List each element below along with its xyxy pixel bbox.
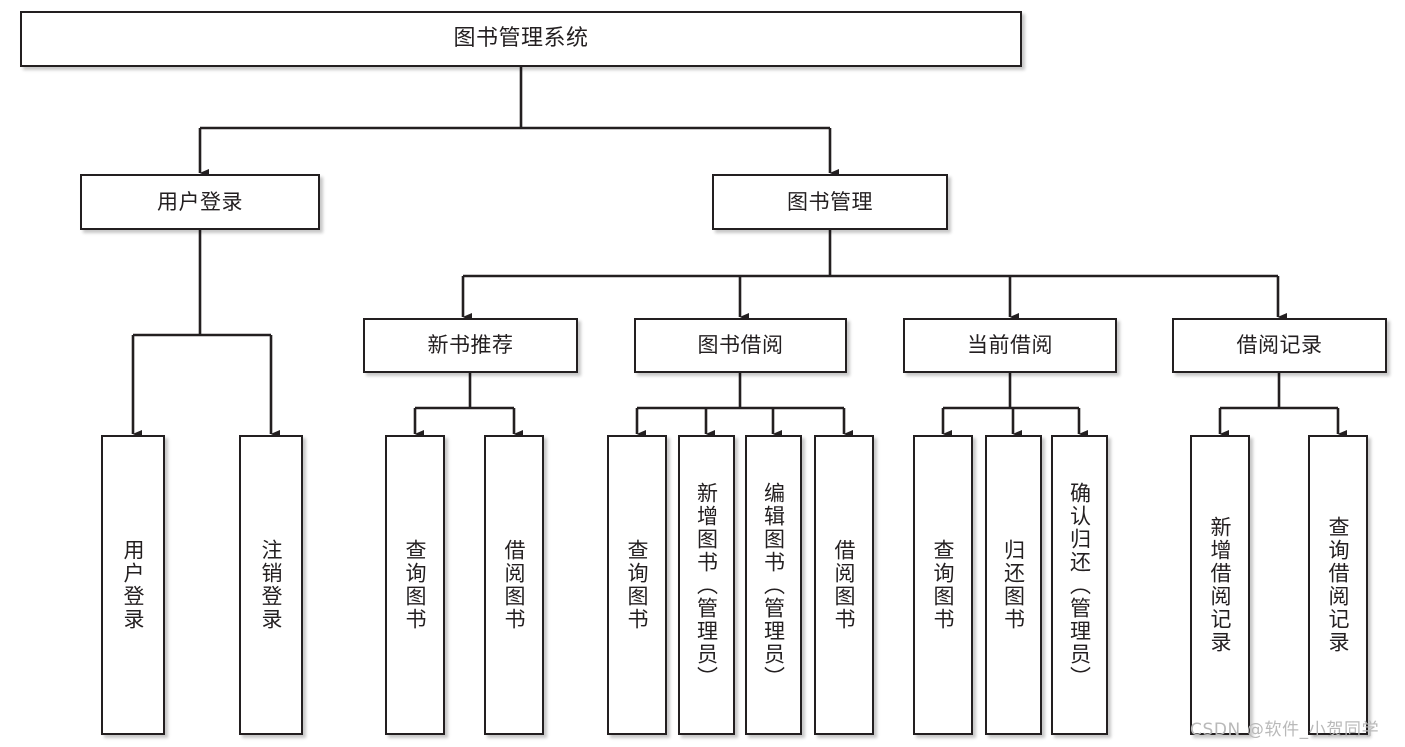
node-leaf-logout-login[interactable]: 注销登录 xyxy=(239,435,303,735)
node-root-label: 图书管理系统 xyxy=(453,26,589,52)
node-leaf-borrow-book[interactable]: 借阅图书 xyxy=(814,435,874,735)
node-leaf-borrow-book-label: 借阅图书 xyxy=(832,539,857,631)
node-leaf-return-book-label: 归还图书 xyxy=(1001,539,1026,631)
node-leaf-return-book[interactable]: 归还图书 xyxy=(985,435,1042,735)
node-new-book-recommend-label: 新书推荐 xyxy=(427,333,514,358)
node-current-borrow-label: 当前借阅 xyxy=(967,333,1053,358)
node-leaf-add-borrow-record[interactable]: 新增借阅记录 xyxy=(1190,435,1250,735)
node-leaf-add-borrow-record-label: 新增借阅记录 xyxy=(1208,516,1233,654)
node-leaf-edit-book-admin[interactable]: 编辑图书（管理员） xyxy=(745,435,802,735)
node-root[interactable]: 图书管理系统 xyxy=(20,11,1022,67)
node-leaf-user-login[interactable]: 用户登录 xyxy=(101,435,165,735)
node-new-book-recommend[interactable]: 新书推荐 xyxy=(363,318,578,373)
node-leaf-query-book-recommend[interactable]: 查询图书 xyxy=(385,435,445,735)
node-borrow-record[interactable]: 借阅记录 xyxy=(1172,318,1387,373)
node-leaf-query-borrow-record[interactable]: 查询借阅记录 xyxy=(1308,435,1368,735)
node-leaf-query-book-current-label: 查询图书 xyxy=(931,539,956,631)
csdn-watermark: CSDN @软件_小贺同学 xyxy=(1190,720,1380,740)
node-leaf-query-book-current[interactable]: 查询图书 xyxy=(913,435,973,735)
node-user-login[interactable]: 用户登录 xyxy=(80,174,320,230)
node-book-management-label: 图书管理 xyxy=(787,189,873,214)
node-leaf-confirm-return-admin-label: 确认归还（管理员） xyxy=(1067,481,1092,689)
node-leaf-add-book-admin-label: 新增图书（管理员） xyxy=(694,481,719,689)
node-current-borrow[interactable]: 当前借阅 xyxy=(903,318,1117,373)
node-book-management[interactable]: 图书管理 xyxy=(712,174,948,230)
node-user-login-label: 用户登录 xyxy=(157,189,243,214)
node-leaf-query-book-borrow[interactable]: 查询图书 xyxy=(607,435,667,735)
node-leaf-confirm-return-admin[interactable]: 确认归还（管理员） xyxy=(1051,435,1108,735)
node-leaf-query-borrow-record-label: 查询借阅记录 xyxy=(1326,516,1351,654)
node-leaf-borrow-book-recommend[interactable]: 借阅图书 xyxy=(484,435,544,735)
node-leaf-borrow-book-recommend-label: 借阅图书 xyxy=(502,539,527,631)
node-book-borrow[interactable]: 图书借阅 xyxy=(634,318,847,373)
node-leaf-logout-login-label: 注销登录 xyxy=(259,539,284,631)
node-leaf-query-book-recommend-label: 查询图书 xyxy=(403,539,428,631)
node-borrow-record-label: 借阅记录 xyxy=(1236,333,1323,358)
node-leaf-user-login-label: 用户登录 xyxy=(121,539,146,631)
node-leaf-query-book-borrow-label: 查询图书 xyxy=(625,539,650,631)
node-leaf-edit-book-admin-label: 编辑图书（管理员） xyxy=(761,481,786,689)
node-book-borrow-label: 图书借阅 xyxy=(697,333,784,358)
node-leaf-add-book-admin[interactable]: 新增图书（管理员） xyxy=(678,435,735,735)
